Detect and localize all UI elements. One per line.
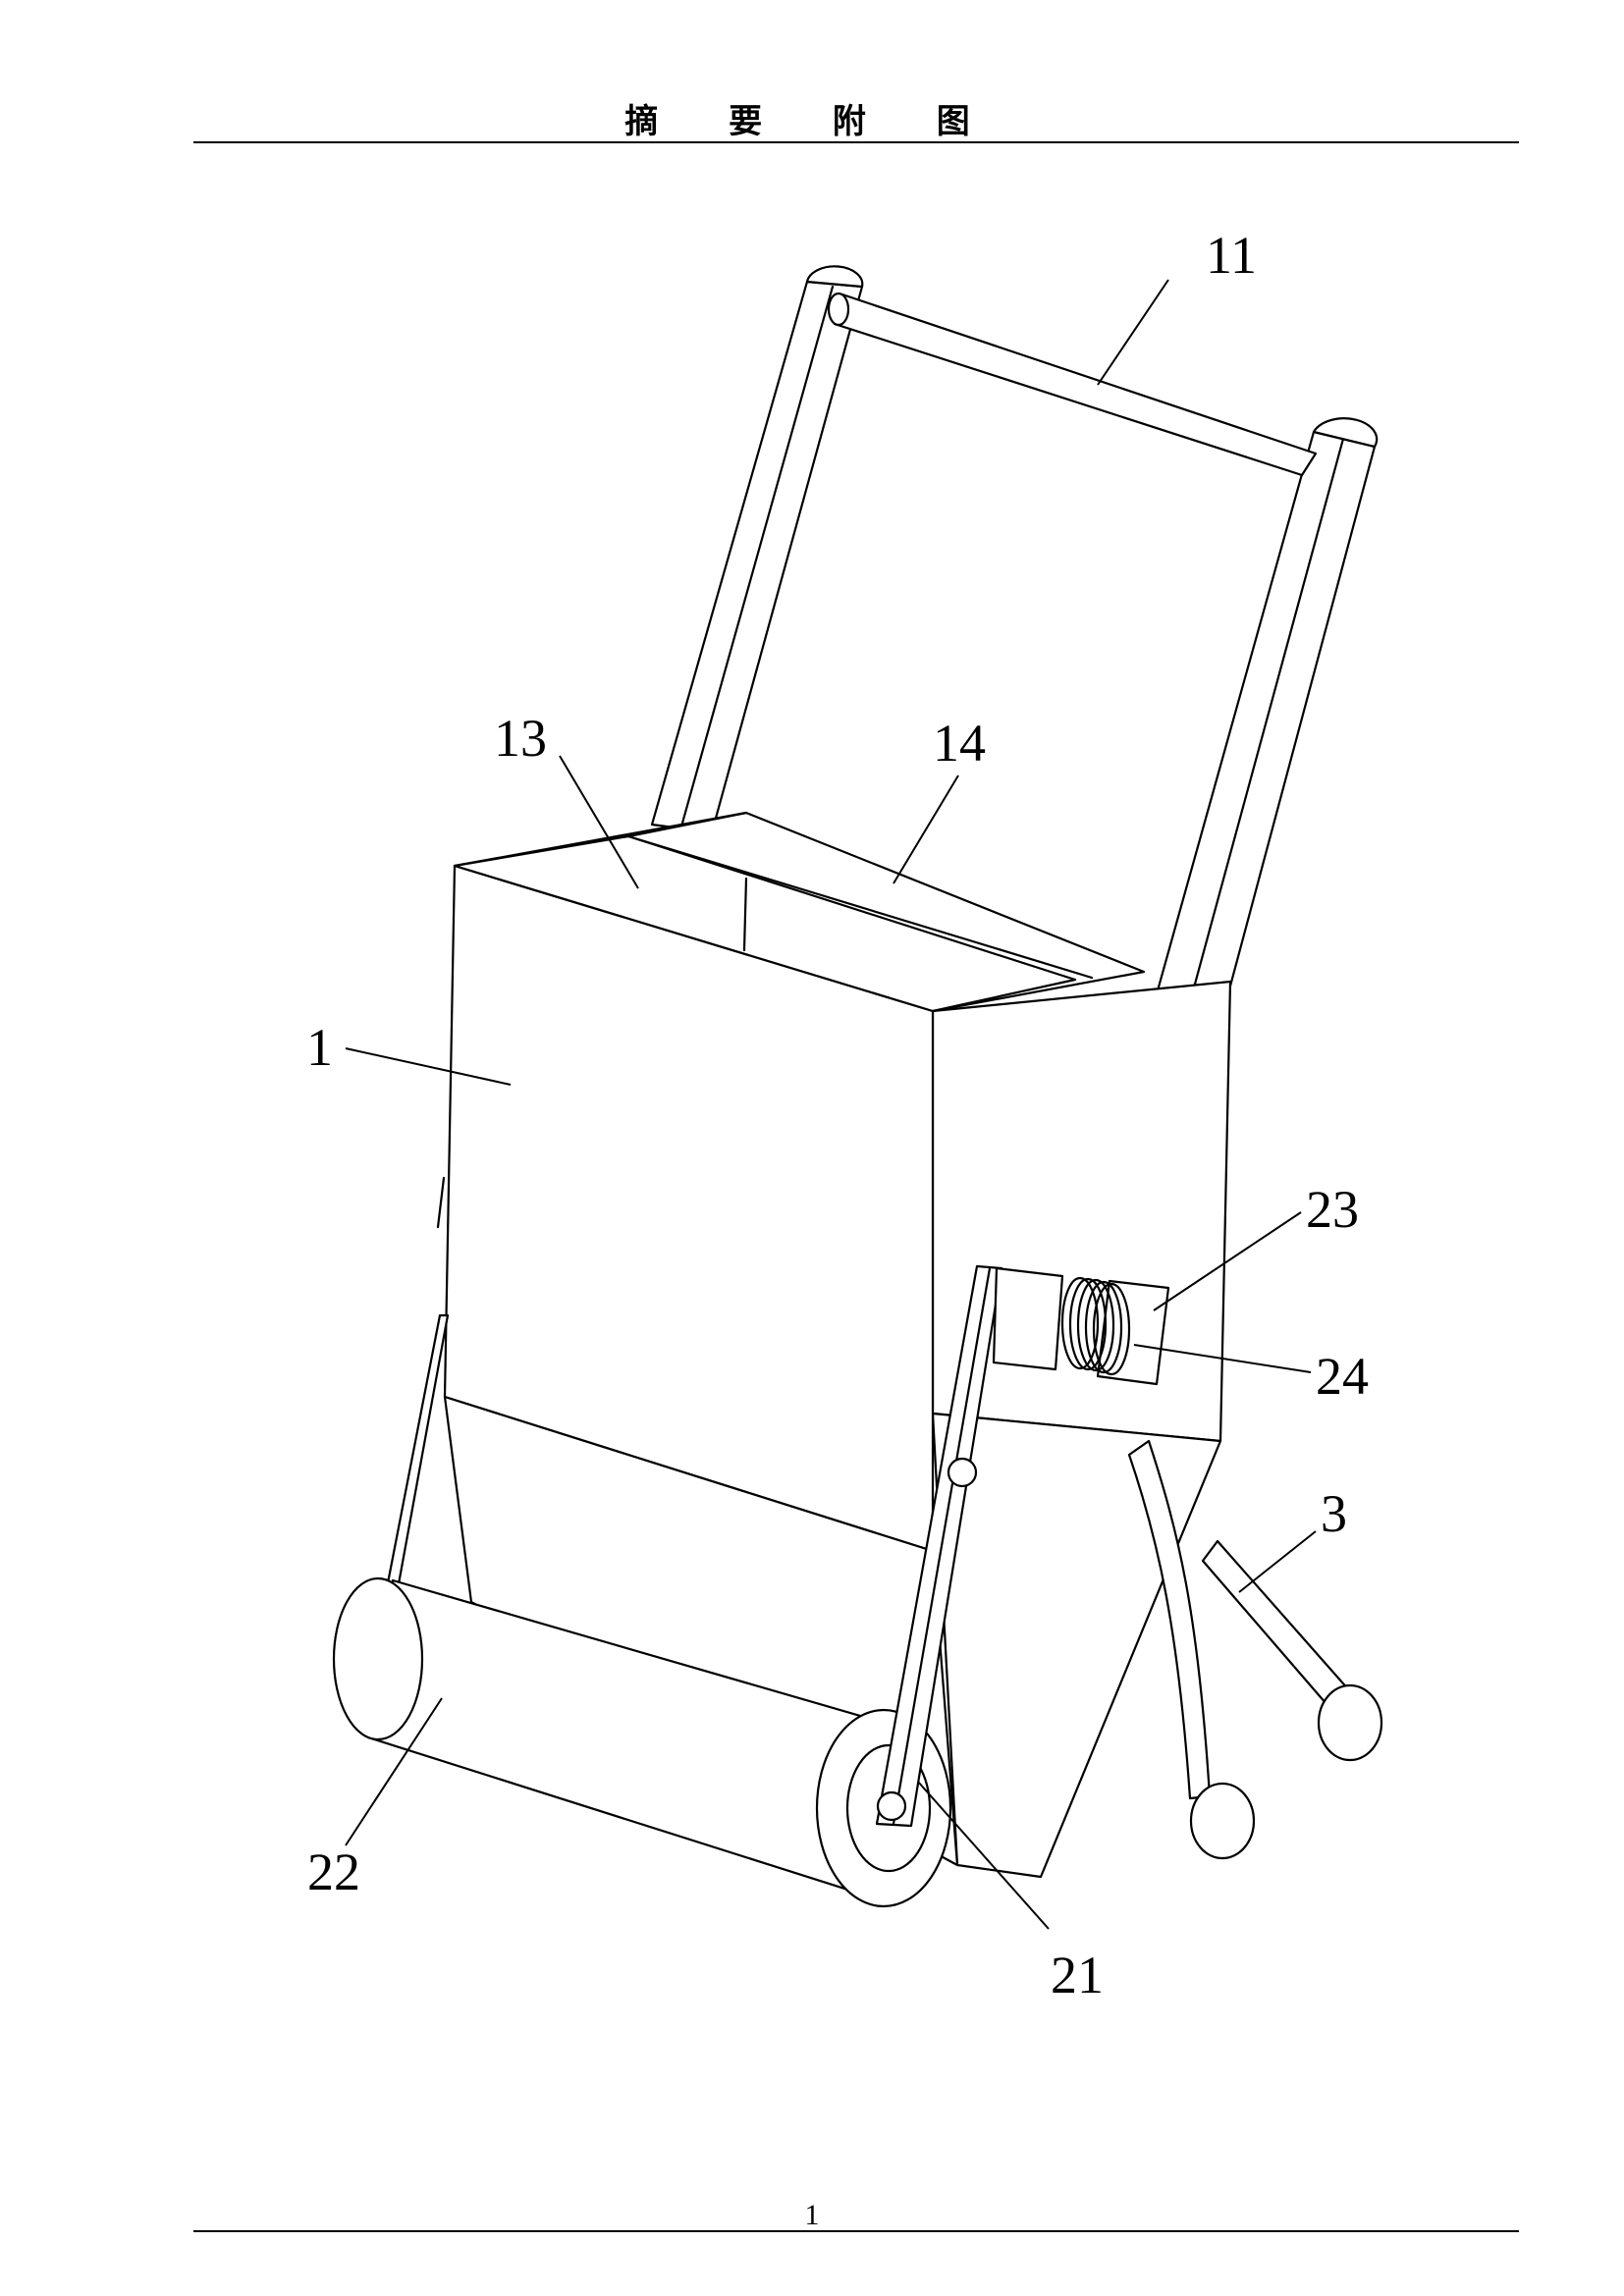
spring-assembly <box>992 1266 1170 1386</box>
label-compartment-left: 13 <box>494 709 547 768</box>
page-number: 1 <box>804 2199 820 2231</box>
handle-frame <box>650 265 1379 1065</box>
label-compartment-right: 14 <box>933 714 986 773</box>
label-spring: 24 <box>1316 1347 1369 1406</box>
foot-stand <box>1127 1439 1383 1860</box>
label-body: 1 <box>306 1018 333 1077</box>
page-title: 摘 要 附 图 <box>624 102 1000 141</box>
label-roller-arm: 21 <box>1051 1946 1104 2004</box>
footer-rule <box>193 2230 1519 2232</box>
leader-lines <box>345 279 1317 1930</box>
label-foot: 3 <box>1321 1484 1347 1543</box>
roller-arm <box>875 1264 1003 1828</box>
label-handle: 11 <box>1206 226 1257 285</box>
body-box <box>383 811 1232 1879</box>
label-roller: 22 <box>307 1842 360 1901</box>
header-rule <box>193 141 1519 143</box>
label-spring-seat: 23 <box>1306 1180 1359 1239</box>
